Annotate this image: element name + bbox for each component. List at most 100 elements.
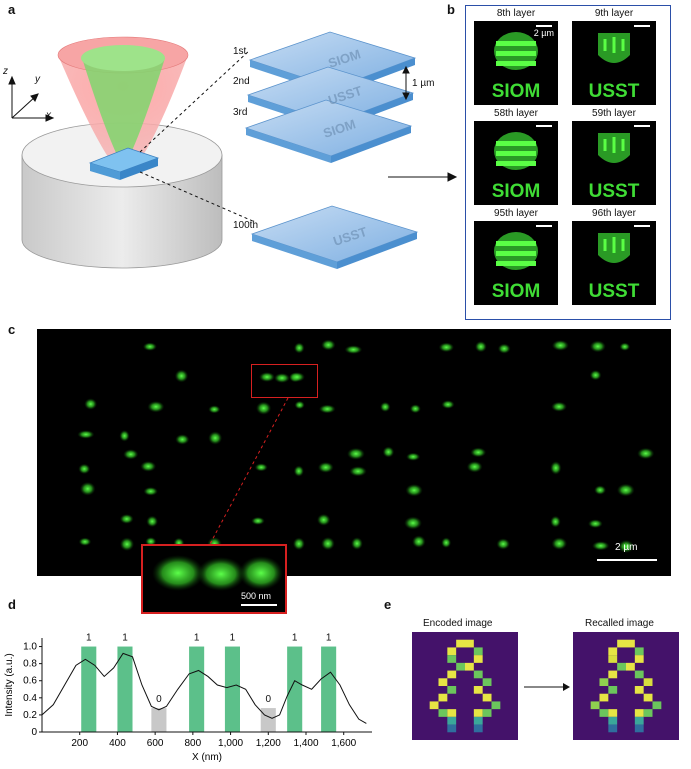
x-tick-label: 1,000 xyxy=(218,738,243,749)
tile-graphic: USST xyxy=(589,133,640,202)
projection-lines xyxy=(139,49,256,223)
bit-bar xyxy=(151,708,167,732)
fluorescence-spot xyxy=(497,343,511,354)
fluorescence-spot xyxy=(589,369,602,381)
fluorescence-spot xyxy=(404,516,423,530)
bit-label: 0 xyxy=(156,694,162,705)
siom-logo-stripe xyxy=(496,261,536,266)
layer-tile-usst: USST xyxy=(572,121,656,205)
fluorescence-spot xyxy=(146,515,159,528)
y-tick-label: 0.2 xyxy=(23,710,37,721)
bit-bar xyxy=(287,646,303,732)
tile-scale-bar xyxy=(634,25,650,27)
scale-bar xyxy=(597,559,657,561)
image-pixel xyxy=(447,724,457,733)
fluorescence-spot xyxy=(351,537,363,550)
spacing-arrow xyxy=(402,65,410,101)
layer-tile-usst: USST xyxy=(572,21,656,105)
image-pixel xyxy=(473,686,483,694)
bit-bar xyxy=(260,708,276,732)
layer-label-100th: 100th xyxy=(233,220,259,231)
x-tick-label: 400 xyxy=(109,738,126,749)
image-pixel xyxy=(634,709,644,717)
image-pixel xyxy=(599,693,609,702)
tile-scale-label: 2 µm xyxy=(533,28,554,38)
layer-label-3rd: 3rd xyxy=(233,107,248,118)
usst-logo-mark xyxy=(603,37,625,53)
encode-arrow xyxy=(524,683,570,691)
usst-logo-mark xyxy=(603,137,625,153)
y-tick-label: 0.6 xyxy=(23,676,37,687)
y-tick-label: 0 xyxy=(31,727,37,738)
image-pixel xyxy=(643,678,653,686)
fluorescence-spot xyxy=(321,339,336,351)
fluorescence-spot xyxy=(551,340,569,351)
fluorescence-spot xyxy=(147,400,165,413)
bit-bar xyxy=(189,646,205,732)
image-background xyxy=(412,632,518,740)
siom-logo-stripe xyxy=(496,161,536,166)
layer-tile-siom: SIOM xyxy=(474,121,558,205)
y-tick-label: 0.8 xyxy=(23,659,37,670)
x-tick-label: 800 xyxy=(185,738,202,749)
fluorescence-spot xyxy=(292,537,305,551)
fluorescence-spot xyxy=(346,447,365,460)
fluorescence-spot xyxy=(274,373,290,383)
fluorescence-spot xyxy=(316,513,331,526)
layer-tile-siom: SIOM xyxy=(474,221,558,305)
panel-b-frame xyxy=(465,5,671,320)
fluorescence-spot xyxy=(256,401,272,415)
siom-logo-stripe xyxy=(496,251,536,256)
fluorescence-spot xyxy=(321,536,335,551)
sample-plate xyxy=(88,147,160,180)
fluorescence-spot xyxy=(349,466,367,477)
image-pixel xyxy=(491,701,501,710)
image-pixel xyxy=(429,701,439,710)
tile-graphic: USST xyxy=(589,233,640,302)
y-tick-label: 1.0 xyxy=(23,642,37,653)
siom-text: SIOM xyxy=(492,181,541,202)
fluorescence-spot xyxy=(143,486,158,496)
x-axis-title: X (nm) xyxy=(192,752,222,763)
siom-logo-stripe xyxy=(496,241,536,246)
layer-tile-label: 96th layer xyxy=(592,208,636,219)
siom-logo-stripe xyxy=(496,51,536,56)
tile-graphic: SIOM xyxy=(492,232,541,302)
fluorescence-spot xyxy=(259,372,275,382)
bit-bar xyxy=(81,646,97,732)
image-pixel xyxy=(473,647,483,656)
fluorescence-spot xyxy=(379,401,391,412)
fluorescence-spot xyxy=(409,404,421,414)
fluorescence-spot xyxy=(208,431,223,445)
x-tick-label: 1,200 xyxy=(256,738,281,749)
image-pixel xyxy=(599,709,609,717)
layer-label-1st: 1st xyxy=(233,46,247,57)
image-pixel xyxy=(465,639,474,648)
usst-text: USST xyxy=(589,181,640,202)
image-pixel xyxy=(643,693,653,702)
siom-text: SIOM xyxy=(492,281,541,302)
axis-x-label: x xyxy=(46,110,51,121)
fluorescence-spot xyxy=(251,516,265,525)
image-pixel xyxy=(438,678,448,686)
tile-graphic: USST xyxy=(589,33,640,102)
fluorescence-spot xyxy=(619,342,631,351)
axis-z-label: z xyxy=(3,66,8,77)
x-tick-label: 600 xyxy=(147,738,164,749)
fluorescence-spot xyxy=(616,483,635,497)
bit-bar xyxy=(117,646,133,732)
image-pixel xyxy=(626,662,635,671)
image-pixel xyxy=(608,716,618,725)
recalled-image xyxy=(573,632,679,740)
spacing-label: 1 µm xyxy=(412,78,435,89)
image-pixel xyxy=(473,709,483,717)
image-pixel xyxy=(447,647,457,656)
fluorescence-spot xyxy=(441,400,455,409)
fluorescence-spot xyxy=(618,539,634,554)
fluorescence-spot xyxy=(77,430,95,439)
fluorescence-spot xyxy=(174,369,189,383)
fluorescence-spot xyxy=(289,372,305,382)
bit-label: 1 xyxy=(122,633,128,644)
fluorescence-spot xyxy=(317,461,334,473)
